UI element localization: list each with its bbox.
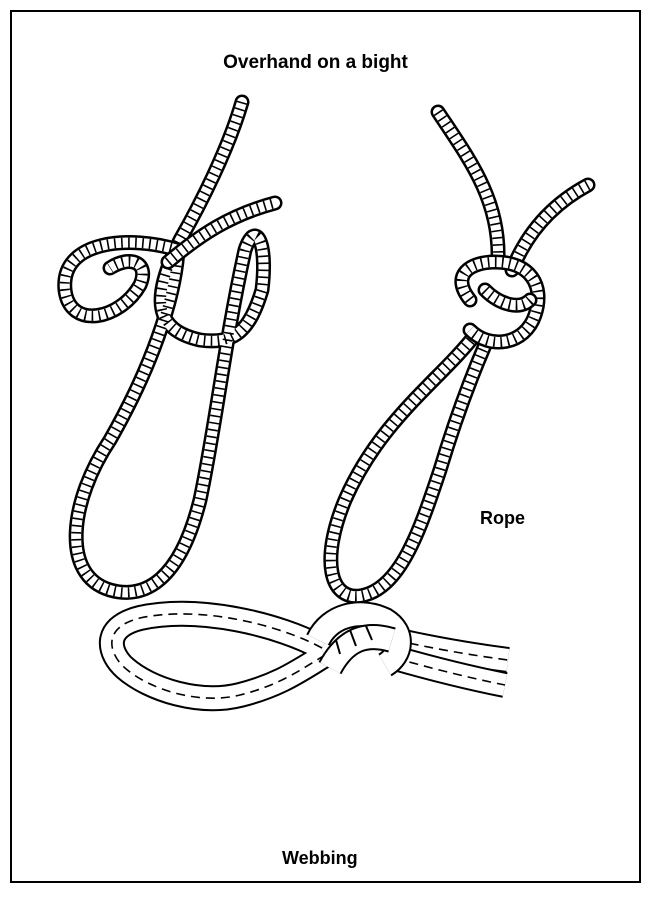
webbing-knot — [112, 614, 508, 698]
rope-loose-bight — [65, 102, 275, 592]
rope-finished-knot — [331, 112, 588, 596]
webbing-label: Webbing — [282, 848, 358, 869]
rope-label: Rope — [480, 508, 525, 529]
